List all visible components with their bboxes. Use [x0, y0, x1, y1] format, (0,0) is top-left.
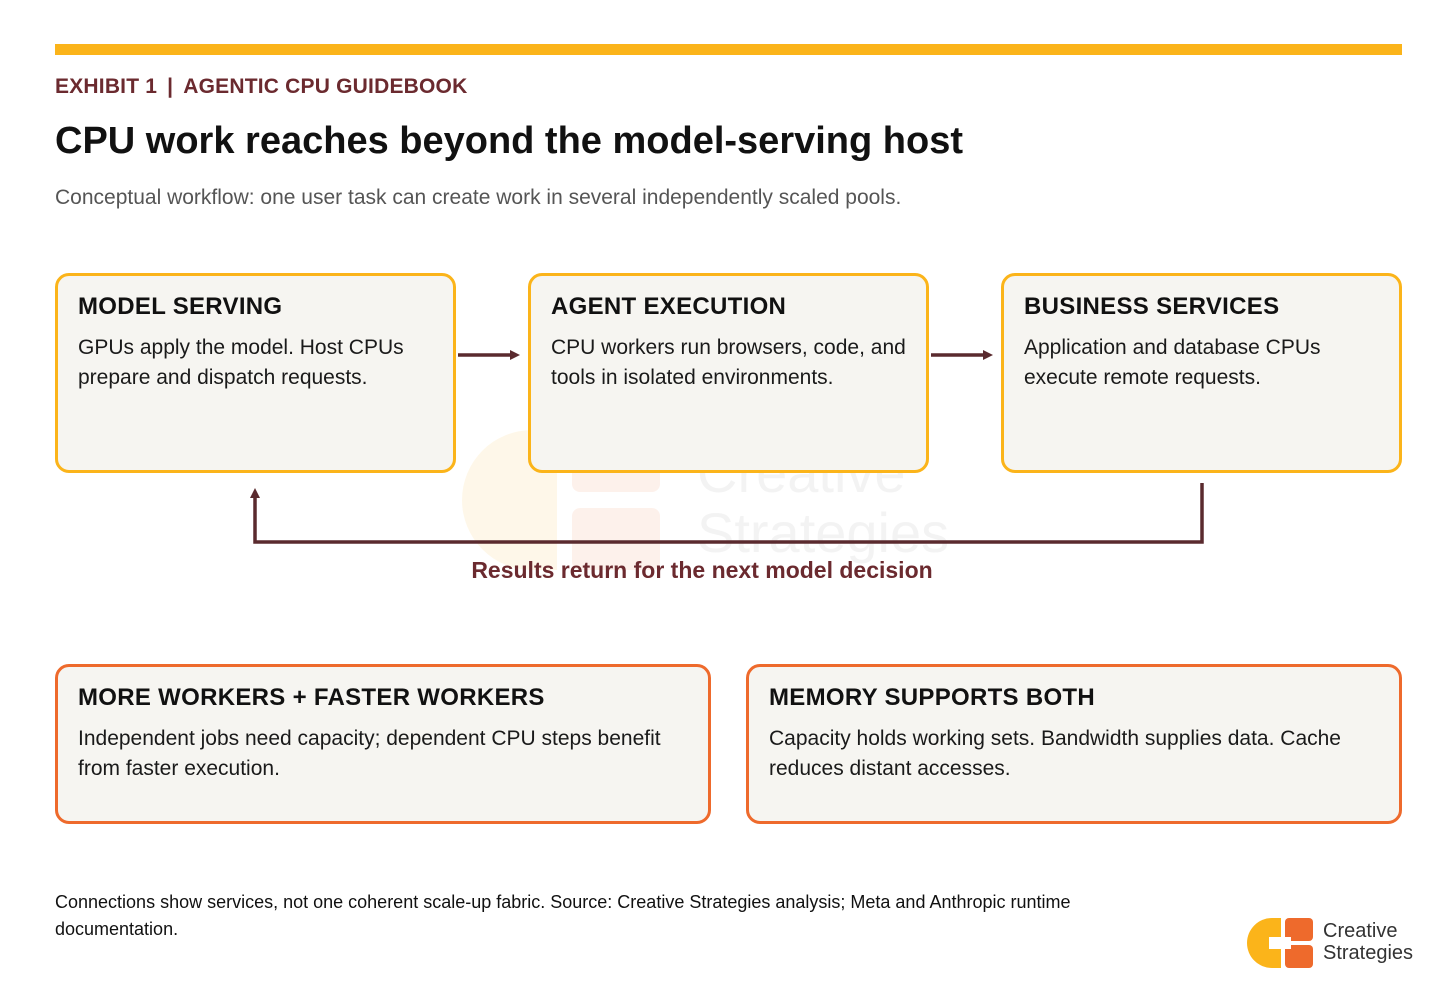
exhibit-eyebrow: EXHIBIT 1 | AGENTIC CPU GUIDEBOOK: [55, 75, 467, 99]
workers-note-body: Independent jobs need capacity; dependen…: [78, 727, 661, 780]
business-services-body: Application and database CPUs execute re…: [1024, 336, 1321, 389]
eyebrow-separator: |: [167, 75, 174, 98]
logo-wordmark: Creative Strategies: [1323, 920, 1413, 964]
workers-note-title: MORE WORKERS + FASTER WORKERS: [78, 684, 545, 711]
return-loop-label: Results return for the next model decisi…: [471, 557, 933, 583]
exhibit-number: EXHIBIT 1: [55, 75, 158, 98]
return-loop-arrow: [250, 483, 1204, 544]
memory-note-title: MEMORY SUPPORTS BOTH: [769, 684, 1096, 711]
logo-wordmark-line1: Creative: [1323, 920, 1398, 942]
model-serving-body: GPUs apply the model. Host CPUs prepare …: [78, 336, 404, 389]
agent-execution-box: AGENT EXECUTION CPU workers run browsers…: [528, 273, 929, 473]
page-subtitle: Conceptual workflow: one user task can c…: [55, 186, 902, 209]
logo-wordmark-line2: Strategies: [1323, 942, 1414, 964]
memory-note-box: MEMORY SUPPORTS BOTH Capacity holds work…: [746, 664, 1402, 824]
creative-strategies-logo-mark: [1247, 918, 1313, 968]
model-serving-title: MODEL SERVING: [78, 293, 283, 320]
business-services-title: BUSINESS SERVICES: [1024, 293, 1280, 320]
workers-note-box: MORE WORKERS + FASTER WORKERS Independen…: [55, 664, 711, 824]
model-serving-box: MODEL SERVING GPUs apply the model. Host…: [55, 273, 456, 473]
creative-strategies-logo: Creative Strategies: [1245, 915, 1435, 971]
business-services-box: BUSINESS SERVICES Application and databa…: [1001, 273, 1402, 473]
top-accent-bar: [55, 44, 1402, 55]
source-footnote: Connections show services, not one coher…: [55, 892, 1071, 939]
guidebook-name: AGENTIC CPU GUIDEBOOK: [183, 75, 468, 98]
memory-note-body: Capacity holds working sets. Bandwidth s…: [769, 727, 1341, 780]
agent-execution-title: AGENT EXECUTION: [551, 293, 787, 320]
agent-execution-body: CPU workers run browsers, code, and tool…: [551, 336, 906, 389]
page-title: CPU work reaches beyond the model-servin…: [55, 120, 963, 162]
